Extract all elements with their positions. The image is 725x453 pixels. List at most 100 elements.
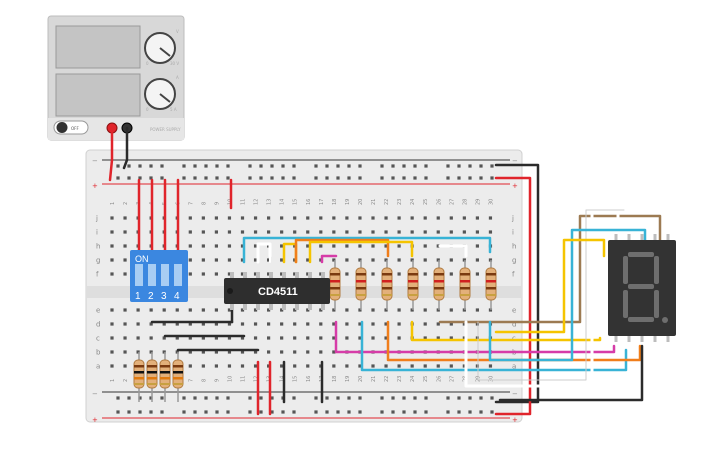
rail-hole[interactable] <box>248 176 252 180</box>
wire-yellow[interactable] <box>410 320 602 342</box>
breadboard-hole[interactable] <box>384 308 388 312</box>
rail-hole[interactable] <box>226 164 230 168</box>
wire-black[interactable] <box>122 126 129 170</box>
rail-hole[interactable] <box>182 176 186 180</box>
rail-hole[interactable] <box>138 396 142 400</box>
rail-hole[interactable] <box>204 410 208 414</box>
resistor[interactable] <box>133 352 145 402</box>
breadboard-hole[interactable] <box>384 322 388 326</box>
breadboard-hole[interactable] <box>449 308 453 312</box>
breadboard-hole[interactable] <box>214 258 218 262</box>
rail-hole[interactable] <box>116 176 120 180</box>
breadboard-hole[interactable] <box>423 308 427 312</box>
rail-hole[interactable] <box>402 176 406 180</box>
breadboard-hole[interactable] <box>319 308 323 312</box>
resistor[interactable] <box>159 352 171 402</box>
rail-hole[interactable] <box>479 396 483 400</box>
rail-hole[interactable] <box>292 410 296 414</box>
rail-hole[interactable] <box>347 164 351 168</box>
breadboard-hole[interactable] <box>214 216 218 220</box>
rail-hole[interactable] <box>490 176 494 180</box>
breadboard-hole[interactable] <box>436 216 440 220</box>
breadboard-hole[interactable] <box>410 308 414 312</box>
rail-hole[interactable] <box>336 164 340 168</box>
breadboard-hole[interactable] <box>123 350 127 354</box>
breadboard-hole[interactable] <box>488 230 493 234</box>
breadboard-hole[interactable] <box>293 322 297 326</box>
breadboard-hole[interactable] <box>240 230 245 234</box>
breadboard-hole[interactable] <box>149 322 153 326</box>
rail-hole[interactable] <box>149 410 153 414</box>
breadboard-hole[interactable] <box>332 216 336 220</box>
rail-hole[interactable] <box>226 176 230 180</box>
breadboard-hole[interactable] <box>267 216 271 220</box>
breadboard-hole[interactable] <box>410 216 414 220</box>
breadboard-hole[interactable] <box>410 230 414 234</box>
rail-hole[interactable] <box>336 176 340 180</box>
rail-hole[interactable] <box>358 396 362 400</box>
rail-hole[interactable] <box>446 164 450 168</box>
rail-hole[interactable] <box>424 396 428 400</box>
wire-brown[interactable] <box>438 214 662 324</box>
breadboard-hole[interactable] <box>319 336 323 340</box>
breadboard-hole[interactable] <box>188 336 192 340</box>
breadboard-hole[interactable] <box>475 230 479 234</box>
rail-hole[interactable] <box>160 410 164 414</box>
rail-hole[interactable] <box>215 410 219 414</box>
breadboard-hole[interactable] <box>436 336 440 340</box>
breadboard-hole[interactable] <box>397 272 401 276</box>
breadboard-hole[interactable] <box>475 244 479 248</box>
wire-cyan[interactable] <box>242 236 492 264</box>
breadboard-hole[interactable] <box>436 364 440 368</box>
breadboard-hole[interactable] <box>253 350 258 354</box>
resistor[interactable] <box>146 352 158 402</box>
breadboard-hole[interactable] <box>449 216 453 220</box>
rail-hole[interactable] <box>270 176 274 180</box>
rail-hole[interactable] <box>479 176 483 180</box>
rail-hole[interactable] <box>259 164 263 168</box>
breadboard-hole[interactable] <box>123 308 127 312</box>
rail-hole[interactable] <box>347 396 351 400</box>
breadboard-hole[interactable] <box>201 216 205 220</box>
rail-hole[interactable] <box>457 396 461 400</box>
breadboard-hole[interactable] <box>149 308 153 312</box>
rail-hole[interactable] <box>314 176 318 180</box>
rail-hole[interactable] <box>248 164 252 168</box>
breadboard-hole[interactable] <box>201 258 205 262</box>
breadboard-hole[interactable] <box>345 216 349 220</box>
breadboard-hole[interactable] <box>436 230 440 234</box>
breadboard-hole[interactable] <box>240 350 245 354</box>
breadboard-hole[interactable] <box>227 308 232 312</box>
wire-black[interactable] <box>494 163 540 404</box>
breadboard-hole[interactable] <box>371 364 375 368</box>
breadboard-hole[interactable] <box>293 216 297 220</box>
rail-hole[interactable] <box>204 176 208 180</box>
rail-hole[interactable] <box>215 164 219 168</box>
breadboard-hole[interactable] <box>253 258 258 262</box>
breadboard-hole[interactable] <box>306 272 310 276</box>
rail-hole[interactable] <box>457 164 461 168</box>
breadboard-hole[interactable] <box>280 230 284 234</box>
resistor[interactable] <box>172 352 184 402</box>
breadboard-hole[interactable] <box>188 258 192 262</box>
breadboard-hole[interactable] <box>475 364 479 368</box>
rail-hole[interactable] <box>259 410 263 414</box>
breadboard-hole[interactable] <box>293 258 297 262</box>
breadboard-hole[interactable] <box>397 244 401 248</box>
rail-hole[interactable] <box>182 164 186 168</box>
breadboard-hole[interactable] <box>123 244 127 248</box>
breadboard-hole[interactable] <box>136 350 140 354</box>
breadboard-hole[interactable] <box>319 322 323 326</box>
rail-hole[interactable] <box>138 410 142 414</box>
breadboard-hole[interactable] <box>253 244 258 248</box>
rail-hole[interactable] <box>424 410 428 414</box>
rail-hole[interactable] <box>292 164 296 168</box>
breadboard-hole[interactable] <box>280 216 284 220</box>
breadboard-hole[interactable] <box>306 322 310 326</box>
rail-hole[interactable] <box>424 164 428 168</box>
breadboard-hole[interactable] <box>332 244 336 248</box>
resistor[interactable] <box>485 260 497 310</box>
rail-hole[interactable] <box>149 396 153 400</box>
rail-hole[interactable] <box>281 164 285 168</box>
rail-hole[interactable] <box>380 176 384 180</box>
